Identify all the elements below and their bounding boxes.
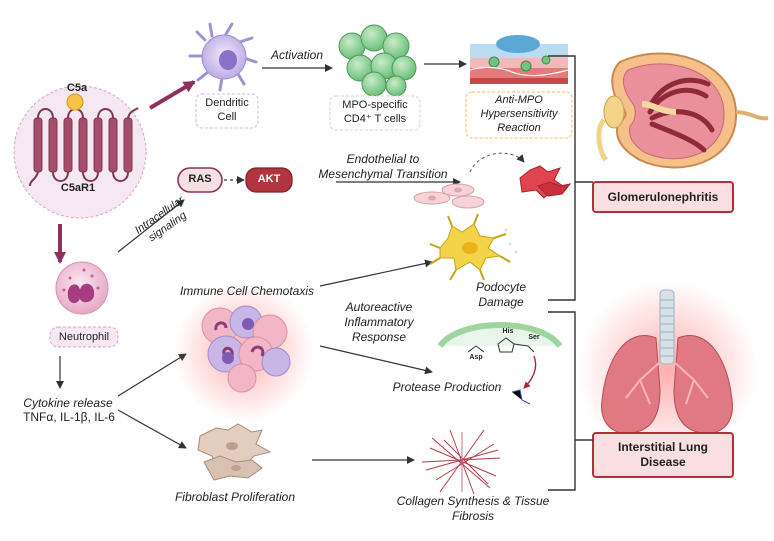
c5ar1-receptor-group [13,85,147,219]
tcell-label: MPO-specific CD4⁺ T cells [342,99,408,125]
collagen-synthesis-label: Collagen Synthesis & Tissue Fibrosis [396,494,550,523]
transmembrane-helices [33,117,133,173]
hypersensitivity-label: Anti-MPO Hypersensitivity Reaction [480,94,558,134]
autoreactive-label: Autoreactive Inflammatory Response [344,300,414,344]
emt-transition-curve [469,152,525,173]
ild-bracket [548,311,576,491]
protease-enzyme-icon [437,322,563,405]
ser-label: Ser [528,334,540,341]
ild-box [592,432,734,478]
ild-label: Interstitial Lung Disease [618,440,708,469]
protease-production-label: Protease Production [392,380,502,394]
dendritic-label-box [195,93,259,129]
podocyte-icon [426,213,518,281]
glomerulonephritis-label: Glomerulonephritis [607,190,719,204]
podocyte-damage-label: Podocyte Damage [475,280,527,309]
hypersensitivity-box [465,91,573,139]
vessel-tissue-icon [469,35,569,84]
glomerulonephritis-box [592,181,734,213]
c5a-label: C5a [66,82,88,94]
ras-label: RAS [188,173,212,185]
kidney-icon [596,52,769,169]
glomerulonephritis-bracket [548,55,576,301]
tcell-label-box [329,95,421,131]
neutrophil-label-box [49,326,119,348]
cytokine-list-label: TNFα, IL-1β, IL-6 [23,410,115,424]
mesenchymal-cells-icon [519,165,572,199]
his-label: His [502,328,514,335]
receptor-to-dendritic-arrow [148,80,196,110]
akt-label: AKT [257,173,281,185]
dendritic-cell-label: Dendritic Cell [205,97,249,123]
fibroblast-icon [197,423,272,481]
neutrophil-label: Neutrophil [58,331,110,343]
c5a-ligand [66,93,84,111]
ras-node [177,167,223,193]
endothelial-cells-icon [413,183,485,209]
dendritic-cell-icon [188,22,258,92]
emt-label: Endothelial to Mesenchymal Transition [318,152,448,181]
fibroblast-proliferation-label: Fibroblast Proliferation [174,490,296,504]
immune-cell-cluster-icon [174,282,314,422]
cytokine-release-label: Cytokine release [23,396,113,410]
akt-node [245,167,293,193]
chemotaxis-label: Immune Cell Chemotaxis [179,284,315,298]
tcell-cluster-icon [338,24,417,97]
collagen-fibers-icon [421,429,501,495]
neutrophil-icon [55,261,109,315]
asp-label: Asp [469,354,483,361]
c5ar1-label: C5aR1 [60,182,96,194]
activation-label: Activation [270,48,324,62]
lungs-icon [578,280,758,460]
